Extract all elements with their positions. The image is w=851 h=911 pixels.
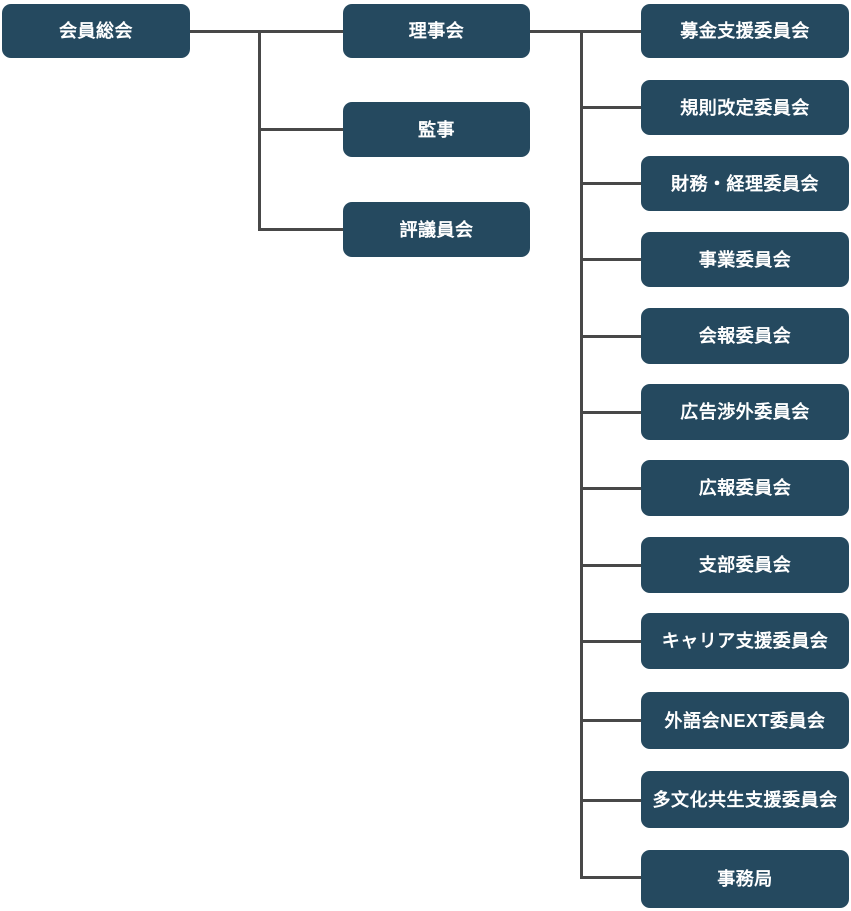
org-node-label: 規則改定委員会 <box>680 97 810 118</box>
connector-to-committee-6 <box>580 487 641 490</box>
connector-to-committee-1 <box>580 106 641 109</box>
org-node-label: 会員総会 <box>59 21 133 41</box>
connector-to-committee-10 <box>580 799 641 802</box>
org-node-label: 事務局 <box>717 869 773 889</box>
org-node-committee-bulletin: 会報委員会 <box>641 308 849 364</box>
org-node-committee-branch: 支部委員会 <box>641 537 849 593</box>
org-node-label: 会報委員会 <box>698 326 792 346</box>
org-node-council: 評議員会 <box>343 202 530 257</box>
connector-to-committee-4 <box>580 335 641 338</box>
org-node-label: 監事 <box>418 119 455 140</box>
connector-to-committee-11 <box>580 876 641 879</box>
org-node-committee-advertising-liaison: 広告渉外委員会 <box>641 384 849 440</box>
org-node-committee-finance-accounting: 財務・経理委員会 <box>641 156 849 211</box>
org-node-label: 評議員会 <box>399 219 474 240</box>
connector-trunk-committees <box>580 30 583 879</box>
connector-to-council <box>258 228 343 231</box>
connector-to-auditors <box>258 128 343 131</box>
connector-to-committee-2 <box>580 182 641 185</box>
connector-root-to-board <box>190 30 343 33</box>
org-node-committee-multicultural-support: 多文化共生支援委員会 <box>641 771 849 828</box>
connector-to-committee-8 <box>580 640 641 643</box>
org-node-label: 外語会NEXT委員会 <box>664 710 826 731</box>
org-node-committee-public-relations: 広報委員会 <box>641 460 849 516</box>
connector-to-committee-3 <box>580 258 641 261</box>
connector-to-committee-5 <box>580 411 641 414</box>
connector-to-committee-7 <box>580 564 641 567</box>
org-node-label: 理事会 <box>408 21 465 41</box>
org-node-committee-rules-revision: 規則改定委員会 <box>641 80 849 135</box>
org-node-committee-business: 事業委員会 <box>641 232 849 287</box>
org-node-general-assembly: 会員総会 <box>2 4 190 58</box>
org-node-committee-career-support: キャリア支援委員会 <box>641 613 849 669</box>
org-node-auditors: 監事 <box>343 102 530 157</box>
org-node-secretariat: 事務局 <box>641 850 849 908</box>
org-node-label: 広告渉外委員会 <box>680 402 810 422</box>
org-node-label: キャリア支援委員会 <box>661 631 829 651</box>
org-node-committee-gaigokai-next: 外語会NEXT委員会 <box>641 692 849 749</box>
org-node-label: 事業委員会 <box>698 249 792 270</box>
org-node-label: 財務・経理委員会 <box>671 173 819 194</box>
org-node-board-of-directors: 理事会 <box>343 4 530 58</box>
connector-to-committee-9 <box>580 719 641 722</box>
org-node-label: 広報委員会 <box>698 478 792 498</box>
org-node-committee-fundraising-support: 募金支援委員会 <box>641 4 849 58</box>
org-node-label: 支部委員会 <box>698 555 792 575</box>
org-node-label: 多文化共生支援委員会 <box>652 789 838 810</box>
connector-board-to-committees <box>530 30 641 33</box>
org-node-label: 募金支援委員会 <box>680 21 810 41</box>
